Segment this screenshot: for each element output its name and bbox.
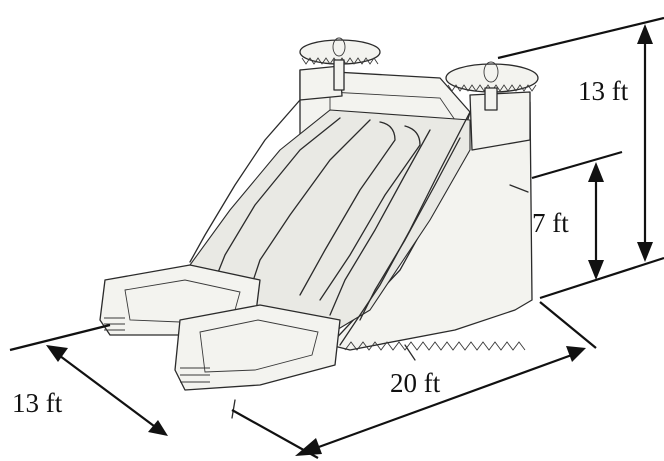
side-wall-zigzag [344,341,526,351]
platform-height-label: 7 ft [532,208,569,238]
total-height-dimension [497,16,664,300]
water-slide-illustration [99,37,539,419]
stake-front [231,399,236,419]
lane-divider-ridge [299,121,421,301]
stake-middle [404,344,416,361]
slide-right-rail [339,111,471,346]
right-palm-tree [445,61,539,111]
slide-lane-left [214,117,371,291]
right-pool-inner [199,319,319,373]
slide-left-rail [189,99,301,263]
dimension-annotations: 13 ft 7 ft 20 ft 13 ft [9,16,664,459]
left-tower-column [299,65,343,101]
stake-back [509,184,529,193]
right-splash-pool [174,304,341,391]
left-palm-tree [299,37,381,91]
right-tower-column [469,91,531,151]
right-pool-vent [180,367,210,383]
length-dimension [231,301,597,459]
left-pool-vent [104,317,125,331]
length-label: 20 ft [390,368,441,398]
platform-height-dimension [531,150,623,280]
total-height-label: 13 ft [578,76,629,106]
width-dimension [9,323,168,436]
width-label: 13 ft [12,388,63,418]
